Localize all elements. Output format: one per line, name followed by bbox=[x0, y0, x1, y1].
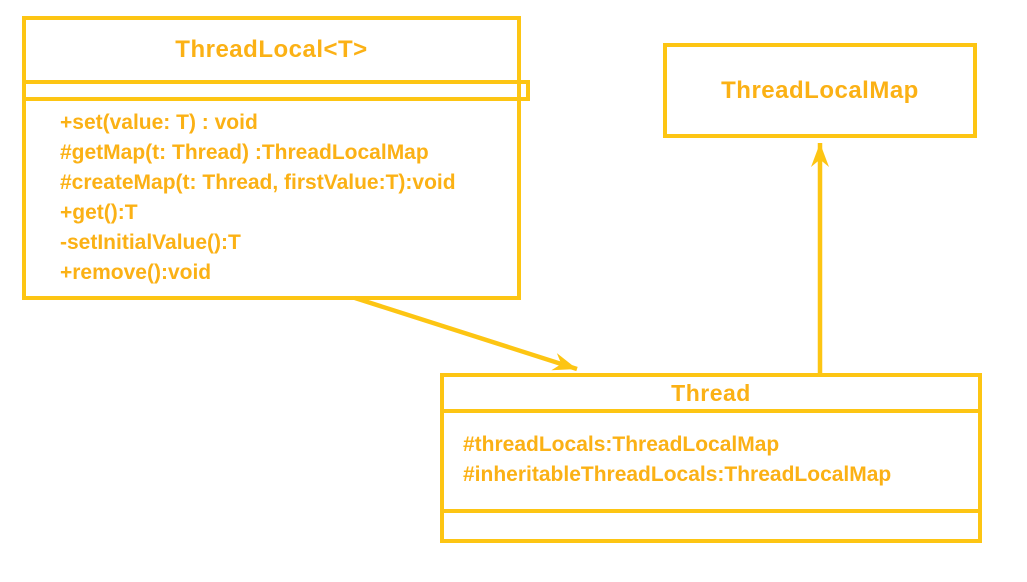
method-item: +get():T bbox=[60, 201, 138, 224]
field-item: #threadLocals:ThreadLocalMap bbox=[463, 433, 780, 456]
method-item: +remove():void bbox=[60, 261, 212, 284]
class-title-thread: Thread bbox=[444, 377, 978, 413]
fields-compartment-thread: #threadLocals:ThreadLocalMap #inheritabl… bbox=[444, 413, 978, 513]
arrow-threadlocal-to-thread bbox=[354, 295, 578, 372]
class-title-threadlocal: ThreadLocal<T> bbox=[26, 20, 517, 84]
fields-compartment-threadlocal bbox=[26, 84, 517, 101]
class-box-threadlocal: ThreadLocal<T> +set(value: T) : void #ge… bbox=[22, 16, 530, 300]
compartment-tab-decoration bbox=[521, 80, 530, 101]
methods-compartment-thread bbox=[444, 513, 978, 539]
method-item: #createMap(t: Thread, firstValue:T):void bbox=[60, 171, 456, 194]
class-box-thread: Thread #threadLocals:ThreadLocalMap #inh… bbox=[440, 373, 982, 543]
methods-compartment-threadlocal: +set(value: T) : void #getMap(t: Thread)… bbox=[26, 101, 517, 288]
class-box-threadlocalmap: ThreadLocalMap bbox=[663, 43, 977, 138]
method-item: +set(value: T) : void bbox=[60, 111, 258, 134]
method-item: -setInitialValue():T bbox=[60, 231, 241, 254]
method-item: #getMap(t: Thread) :ThreadLocalMap bbox=[60, 141, 429, 164]
field-item: #inheritableThreadLocals:ThreadLocalMap bbox=[463, 463, 892, 486]
class-title-threadlocalmap: ThreadLocalMap bbox=[721, 76, 919, 104]
